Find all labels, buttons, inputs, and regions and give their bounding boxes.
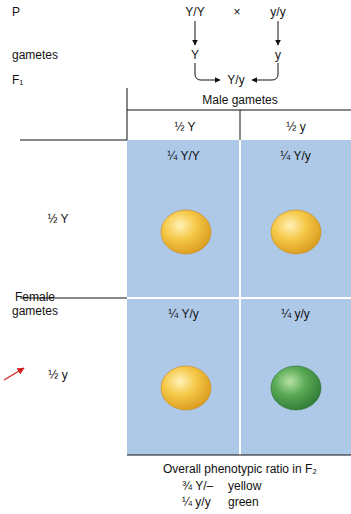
ratio-genotype: ¾ Y/–: [182, 479, 213, 493]
punnett-cell: ¼ Y/Y: [127, 140, 240, 298]
generation-label: P: [12, 5, 20, 19]
ratio-phenotype: green: [228, 495, 259, 509]
ratio-phenotype: yellow: [228, 479, 261, 493]
genotype-fraction: ¼ Y/y: [168, 307, 198, 321]
genotype-label: y/y: [270, 5, 285, 19]
punnett-cell: ¼ y/y: [240, 298, 351, 455]
axis-title: Female gametes: [4, 290, 66, 318]
cross-symbol: ×: [233, 5, 240, 19]
gamete-label: Y: [191, 48, 199, 62]
punnett-cell: ¼ Y/y: [127, 298, 240, 455]
generation-label: F₁: [12, 73, 23, 87]
row-label: gametes: [12, 48, 58, 62]
summary-title: Overall phenotypic ratio in F₂: [163, 462, 317, 476]
gamete-label: y: [275, 48, 281, 62]
column-header: ½ Y: [174, 120, 195, 134]
axis-title: Male gametes: [202, 93, 277, 107]
punnett-cell: ¼ Y/y: [240, 140, 351, 298]
row-header: ½ y: [48, 368, 67, 382]
genotype-fraction: ¼ Y/y: [280, 149, 310, 163]
column-header: ½ y: [286, 120, 305, 134]
genotype-label: Y/y: [227, 73, 244, 87]
ratio-genotype: ¼ y/y: [182, 495, 211, 509]
genotype-label: Y/Y: [185, 5, 204, 19]
genotype-fraction: ¼ y/y: [281, 307, 310, 321]
genotype-fraction: ¼ Y/Y: [167, 149, 199, 163]
row-header: ½ Y: [47, 212, 68, 226]
